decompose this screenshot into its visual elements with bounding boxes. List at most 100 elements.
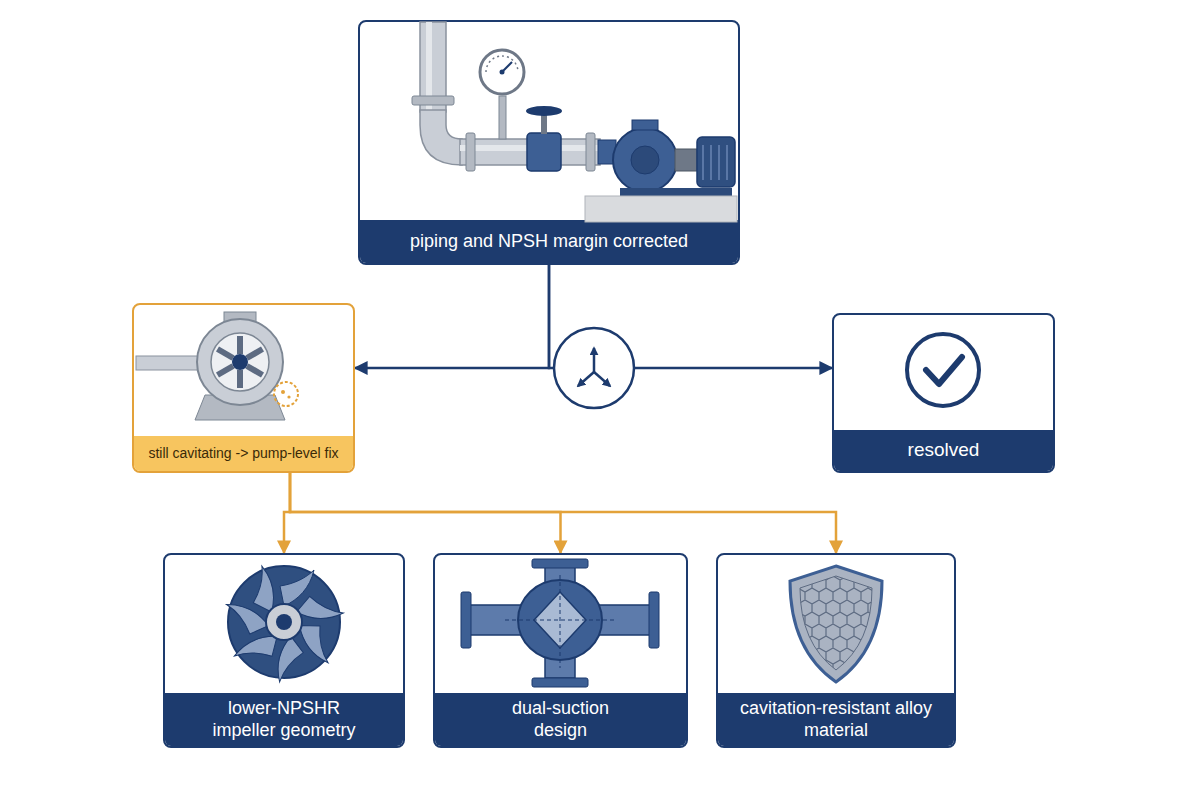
impeller-illustration xyxy=(228,566,340,678)
pump-piping-illustration xyxy=(710,145,712,180)
decision-symbol xyxy=(594,372,610,386)
check-mark-symbol xyxy=(907,334,979,406)
pump-piping-illustration xyxy=(586,133,595,171)
impeller-illustration xyxy=(241,566,290,615)
pump-piping-illustration xyxy=(499,96,506,139)
node-label: lower-NPSHR impeller geometry xyxy=(197,698,372,741)
pump-piping-illustration xyxy=(632,120,658,130)
cavitating-pump-illustration xyxy=(224,312,256,322)
impeller-illustration xyxy=(294,586,343,635)
cavitating-pump-illustration xyxy=(136,356,200,370)
cavitating-pump-illustration xyxy=(232,354,248,370)
cavitating-pump-illustration xyxy=(136,312,298,420)
impeller-illustration xyxy=(280,570,314,606)
pump-piping-illustration xyxy=(526,106,562,116)
impeller-illustration xyxy=(266,604,302,640)
dual-suction-illustration xyxy=(518,580,602,660)
pump-piping-illustration xyxy=(480,50,524,94)
decision-symbol xyxy=(554,328,634,408)
pump-piping-illustration xyxy=(585,196,737,222)
impeller-illustration xyxy=(264,635,310,682)
pump-piping-illustration xyxy=(718,145,720,180)
label-band: resolved xyxy=(834,430,1053,471)
dual-suction-illustration xyxy=(649,592,659,648)
pump-piping-illustration xyxy=(675,149,697,171)
option-box: cavitation-resistant alloy material xyxy=(716,553,956,748)
pump-piping-illustration xyxy=(726,145,728,180)
impeller-illustration xyxy=(227,566,344,682)
impeller-illustration xyxy=(227,566,344,682)
node-label: resolved xyxy=(908,439,980,462)
decision-symbol xyxy=(578,372,594,386)
pump-piping-illustration xyxy=(527,133,561,171)
label-band: cavitation-resistant alloy material xyxy=(718,693,954,746)
cavitating-pump-illustration xyxy=(211,333,269,391)
node-label: cavitation-resistant alloy material xyxy=(731,698,941,741)
cavitating-pump-illustration xyxy=(237,370,243,388)
impeller-illustration xyxy=(234,623,280,670)
check-mark-symbol xyxy=(926,357,962,384)
pump-piping-illustration xyxy=(502,62,512,72)
cavitating-pump-illustration xyxy=(197,319,283,405)
cavitating-pump-illustration xyxy=(281,390,285,394)
connector-arrow xyxy=(549,265,832,368)
label-band: lower-NPSHR impeller geometry xyxy=(165,693,403,746)
pump-piping-illustration xyxy=(466,133,475,171)
pump-piping-illustration xyxy=(620,188,732,196)
decision-symbol xyxy=(554,328,634,408)
pump-piping-illustration xyxy=(460,139,600,165)
dual-suction-illustration xyxy=(505,620,615,621)
check-mark-symbol xyxy=(907,334,979,406)
dual-suction-illustration xyxy=(470,605,650,635)
alloy-shield-illustration xyxy=(800,576,872,670)
alloy-shield-illustration xyxy=(790,566,882,682)
pump-piping-illustration xyxy=(613,128,677,192)
pump-piping-illustration xyxy=(702,145,704,180)
pump-piping-illustration xyxy=(420,22,446,112)
option-box: dual-suction design xyxy=(433,553,688,748)
pump-piping-illustration xyxy=(486,56,518,72)
dual-suction-illustration xyxy=(534,592,586,648)
decision-symbol xyxy=(593,348,596,372)
cavitating-pump-illustration xyxy=(237,336,243,354)
dual-suction-illustration xyxy=(461,592,471,648)
alloy-shield-illustration xyxy=(790,566,882,682)
pump-piping-illustration xyxy=(460,145,600,151)
label-band: still cavitating -> pump-level fix xyxy=(134,436,353,471)
cavitating-pump-illustration xyxy=(245,363,264,377)
pump-piping-illustration xyxy=(420,110,462,165)
pump-piping-illustration xyxy=(631,146,659,174)
cavitating-pump-illustration xyxy=(216,363,235,377)
pump-piping-illustration xyxy=(412,96,454,105)
pump-piping-illustration xyxy=(541,112,547,134)
cavitating-pump-illustration xyxy=(245,346,264,360)
impeller-illustration xyxy=(276,614,292,630)
cavitating-pump-illustration xyxy=(216,346,235,360)
dual-suction-illustration xyxy=(532,559,588,568)
pump-piping-illustration xyxy=(412,22,737,222)
option-box: lower-NPSHR impeller geometry xyxy=(163,553,405,748)
cavitating-pump-illustration xyxy=(195,395,285,420)
node-label: still cavitating -> pump-level fix xyxy=(148,445,338,462)
result-box: resolved xyxy=(832,313,1055,473)
cavitating-pump-illustration xyxy=(216,336,264,388)
impeller-illustration xyxy=(227,596,270,637)
cavitating-pump-illustration xyxy=(274,382,298,406)
pump-piping-illustration xyxy=(500,70,505,75)
connector-arrow xyxy=(290,473,836,553)
pump-piping-illustration xyxy=(426,22,432,112)
label-band: piping and NPSH margin corrected xyxy=(360,220,738,263)
label-band: dual-suction design xyxy=(435,693,686,746)
dual-suction-illustration xyxy=(461,559,659,687)
connector-arrow xyxy=(355,265,549,368)
dual-suction-illustration xyxy=(545,566,575,678)
impeller-illustration xyxy=(293,622,336,663)
cavitating-pump-illustration xyxy=(287,395,290,398)
pump-piping-illustration xyxy=(697,137,735,187)
dual-suction-illustration xyxy=(560,575,561,668)
node-label: piping and NPSH margin corrected xyxy=(410,231,688,253)
pump-piping-illustration xyxy=(598,140,616,164)
branch-box: still cavitating -> pump-level fix xyxy=(132,303,355,473)
